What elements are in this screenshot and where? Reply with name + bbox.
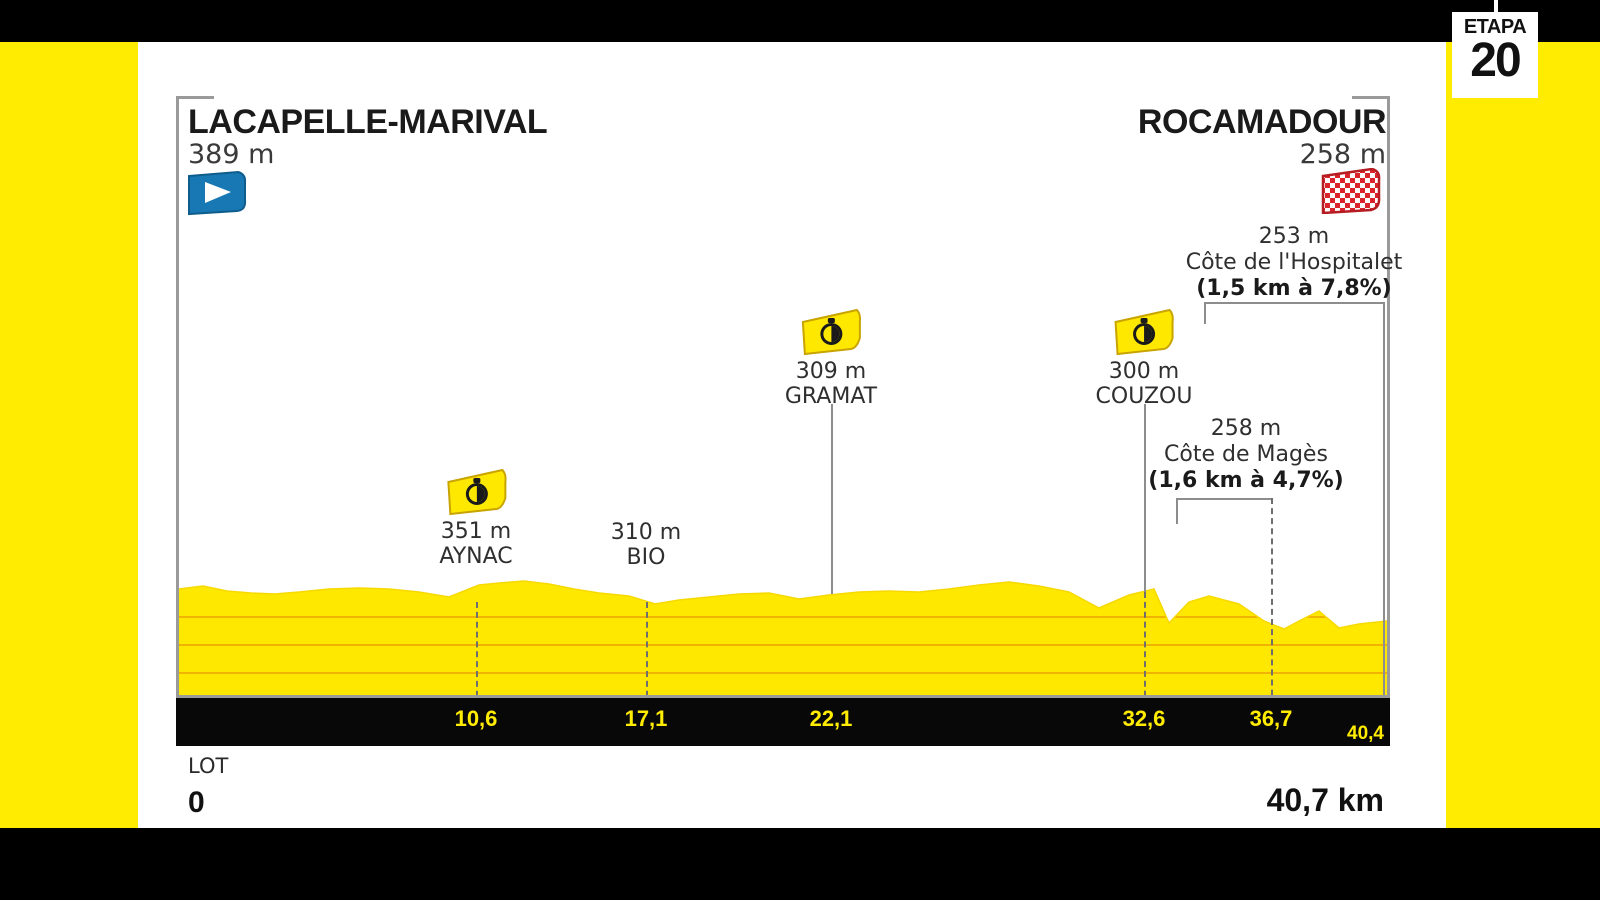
start-city-altitude: 389 m bbox=[188, 139, 275, 170]
climb-altitude: 253 m bbox=[1258, 224, 1330, 249]
poi-leader-aynac bbox=[476, 602, 478, 746]
elevation-profile-chart: LACAPELLE-MARIVAL 389 m ROCAMADOUR 258 m bbox=[176, 96, 1402, 819]
elevation-area bbox=[179, 99, 1387, 695]
frame-top-right-tick bbox=[1352, 96, 1390, 99]
climb-bracket-hospitalet-left bbox=[1204, 302, 1206, 324]
bottom-axis-strip: LOT 0 40,7 km bbox=[176, 746, 1390, 876]
checkered-flag-icon bbox=[1320, 168, 1382, 214]
poi-name: COUZOU bbox=[1095, 384, 1193, 409]
poi-aynac: 351 m AYNAC bbox=[439, 468, 513, 569]
stage-badge-label: ETAPA bbox=[1463, 16, 1527, 38]
total-distance: 40,7 km bbox=[1266, 782, 1384, 818]
climb-altitude: 258 m bbox=[1210, 416, 1282, 441]
frame-right-border bbox=[1387, 96, 1390, 698]
finish-city-block: ROCAMADOUR 258 m bbox=[1137, 103, 1387, 170]
start-city-name: LACAPELLE-MARIVAL bbox=[188, 103, 548, 141]
climb-bracket-mages-right bbox=[1271, 498, 1273, 746]
climb-detail: (1,5 km à 7,8%) bbox=[1196, 276, 1392, 301]
start-city-block: LACAPELLE-MARIVAL 389 m bbox=[188, 103, 548, 170]
climb-bracket-mages-top bbox=[1176, 498, 1272, 500]
poi-altitude: 300 m bbox=[1108, 359, 1180, 384]
climb-name: Côte de l'Hospitalet bbox=[1185, 250, 1403, 275]
poi-leader-couzou-dash bbox=[1144, 592, 1146, 746]
poi-name: AYNAC bbox=[439, 544, 513, 569]
climb-detail: (1,6 km à 4,7%) bbox=[1148, 468, 1344, 493]
poi-gramat: 309 m GRAMAT bbox=[785, 308, 877, 409]
km-marker-final: 40,4 bbox=[1347, 723, 1384, 744]
start-km-label: 0 bbox=[188, 786, 205, 819]
climb-bracket-hospitalet-top bbox=[1204, 302, 1385, 304]
stopwatch-flag-icon bbox=[1096, 308, 1193, 356]
frame-top-left-tick bbox=[176, 96, 214, 99]
start-flag-icon bbox=[186, 170, 248, 216]
poi-couzou: 300 m COUZOU bbox=[1095, 308, 1193, 409]
poi-name: BIO bbox=[626, 545, 666, 570]
department-label: LOT bbox=[188, 754, 229, 778]
poi-leader-couzou bbox=[1144, 404, 1146, 594]
stopwatch-flag-icon bbox=[785, 308, 877, 356]
poi-name: GRAMAT bbox=[784, 384, 878, 409]
km-marker: 32,6 bbox=[1122, 706, 1166, 731]
distance-bar: 10,6 17,1 22,1 32,6 36,7 40,4 bbox=[176, 698, 1390, 746]
poi-altitude: 309 m bbox=[795, 359, 867, 384]
finish-city-altitude: 258 m bbox=[1299, 139, 1386, 170]
km-marker: 10,6 bbox=[454, 706, 498, 731]
poi-altitude: 351 m bbox=[440, 519, 512, 544]
climb-bracket-hospitalet-right bbox=[1383, 302, 1385, 698]
poi-leader-gramat bbox=[831, 404, 833, 594]
climb-mages: 258 m Côte de Magès (1,6 km à 4,7%) bbox=[1148, 416, 1343, 494]
km-marker: 36,7 bbox=[1249, 706, 1293, 731]
stage-badge: ETAPA 20 bbox=[1452, 12, 1538, 98]
frame-bottom-border bbox=[176, 695, 1390, 698]
poi-altitude: 310 m bbox=[610, 520, 682, 545]
poi-bio: 310 m BIO bbox=[611, 520, 681, 570]
climb-hospitalet: 253 m Côte de l'Hospitalet (1,5 km à 7,8… bbox=[1186, 224, 1403, 302]
frame-left-border bbox=[176, 96, 179, 698]
climb-name: Côte de Magès bbox=[1164, 442, 1328, 467]
km-marker: 22,1 bbox=[809, 706, 853, 731]
poi-leader-bio bbox=[646, 602, 648, 746]
km-marker: 17,1 bbox=[624, 706, 668, 731]
finish-city-name: ROCAMADOUR bbox=[1137, 103, 1387, 141]
stopwatch-flag-icon bbox=[439, 468, 512, 516]
climb-bracket-mages-left bbox=[1176, 498, 1178, 524]
stage-badge-number: 20 bbox=[1470, 34, 1521, 87]
badge-stem bbox=[1494, 0, 1498, 16]
